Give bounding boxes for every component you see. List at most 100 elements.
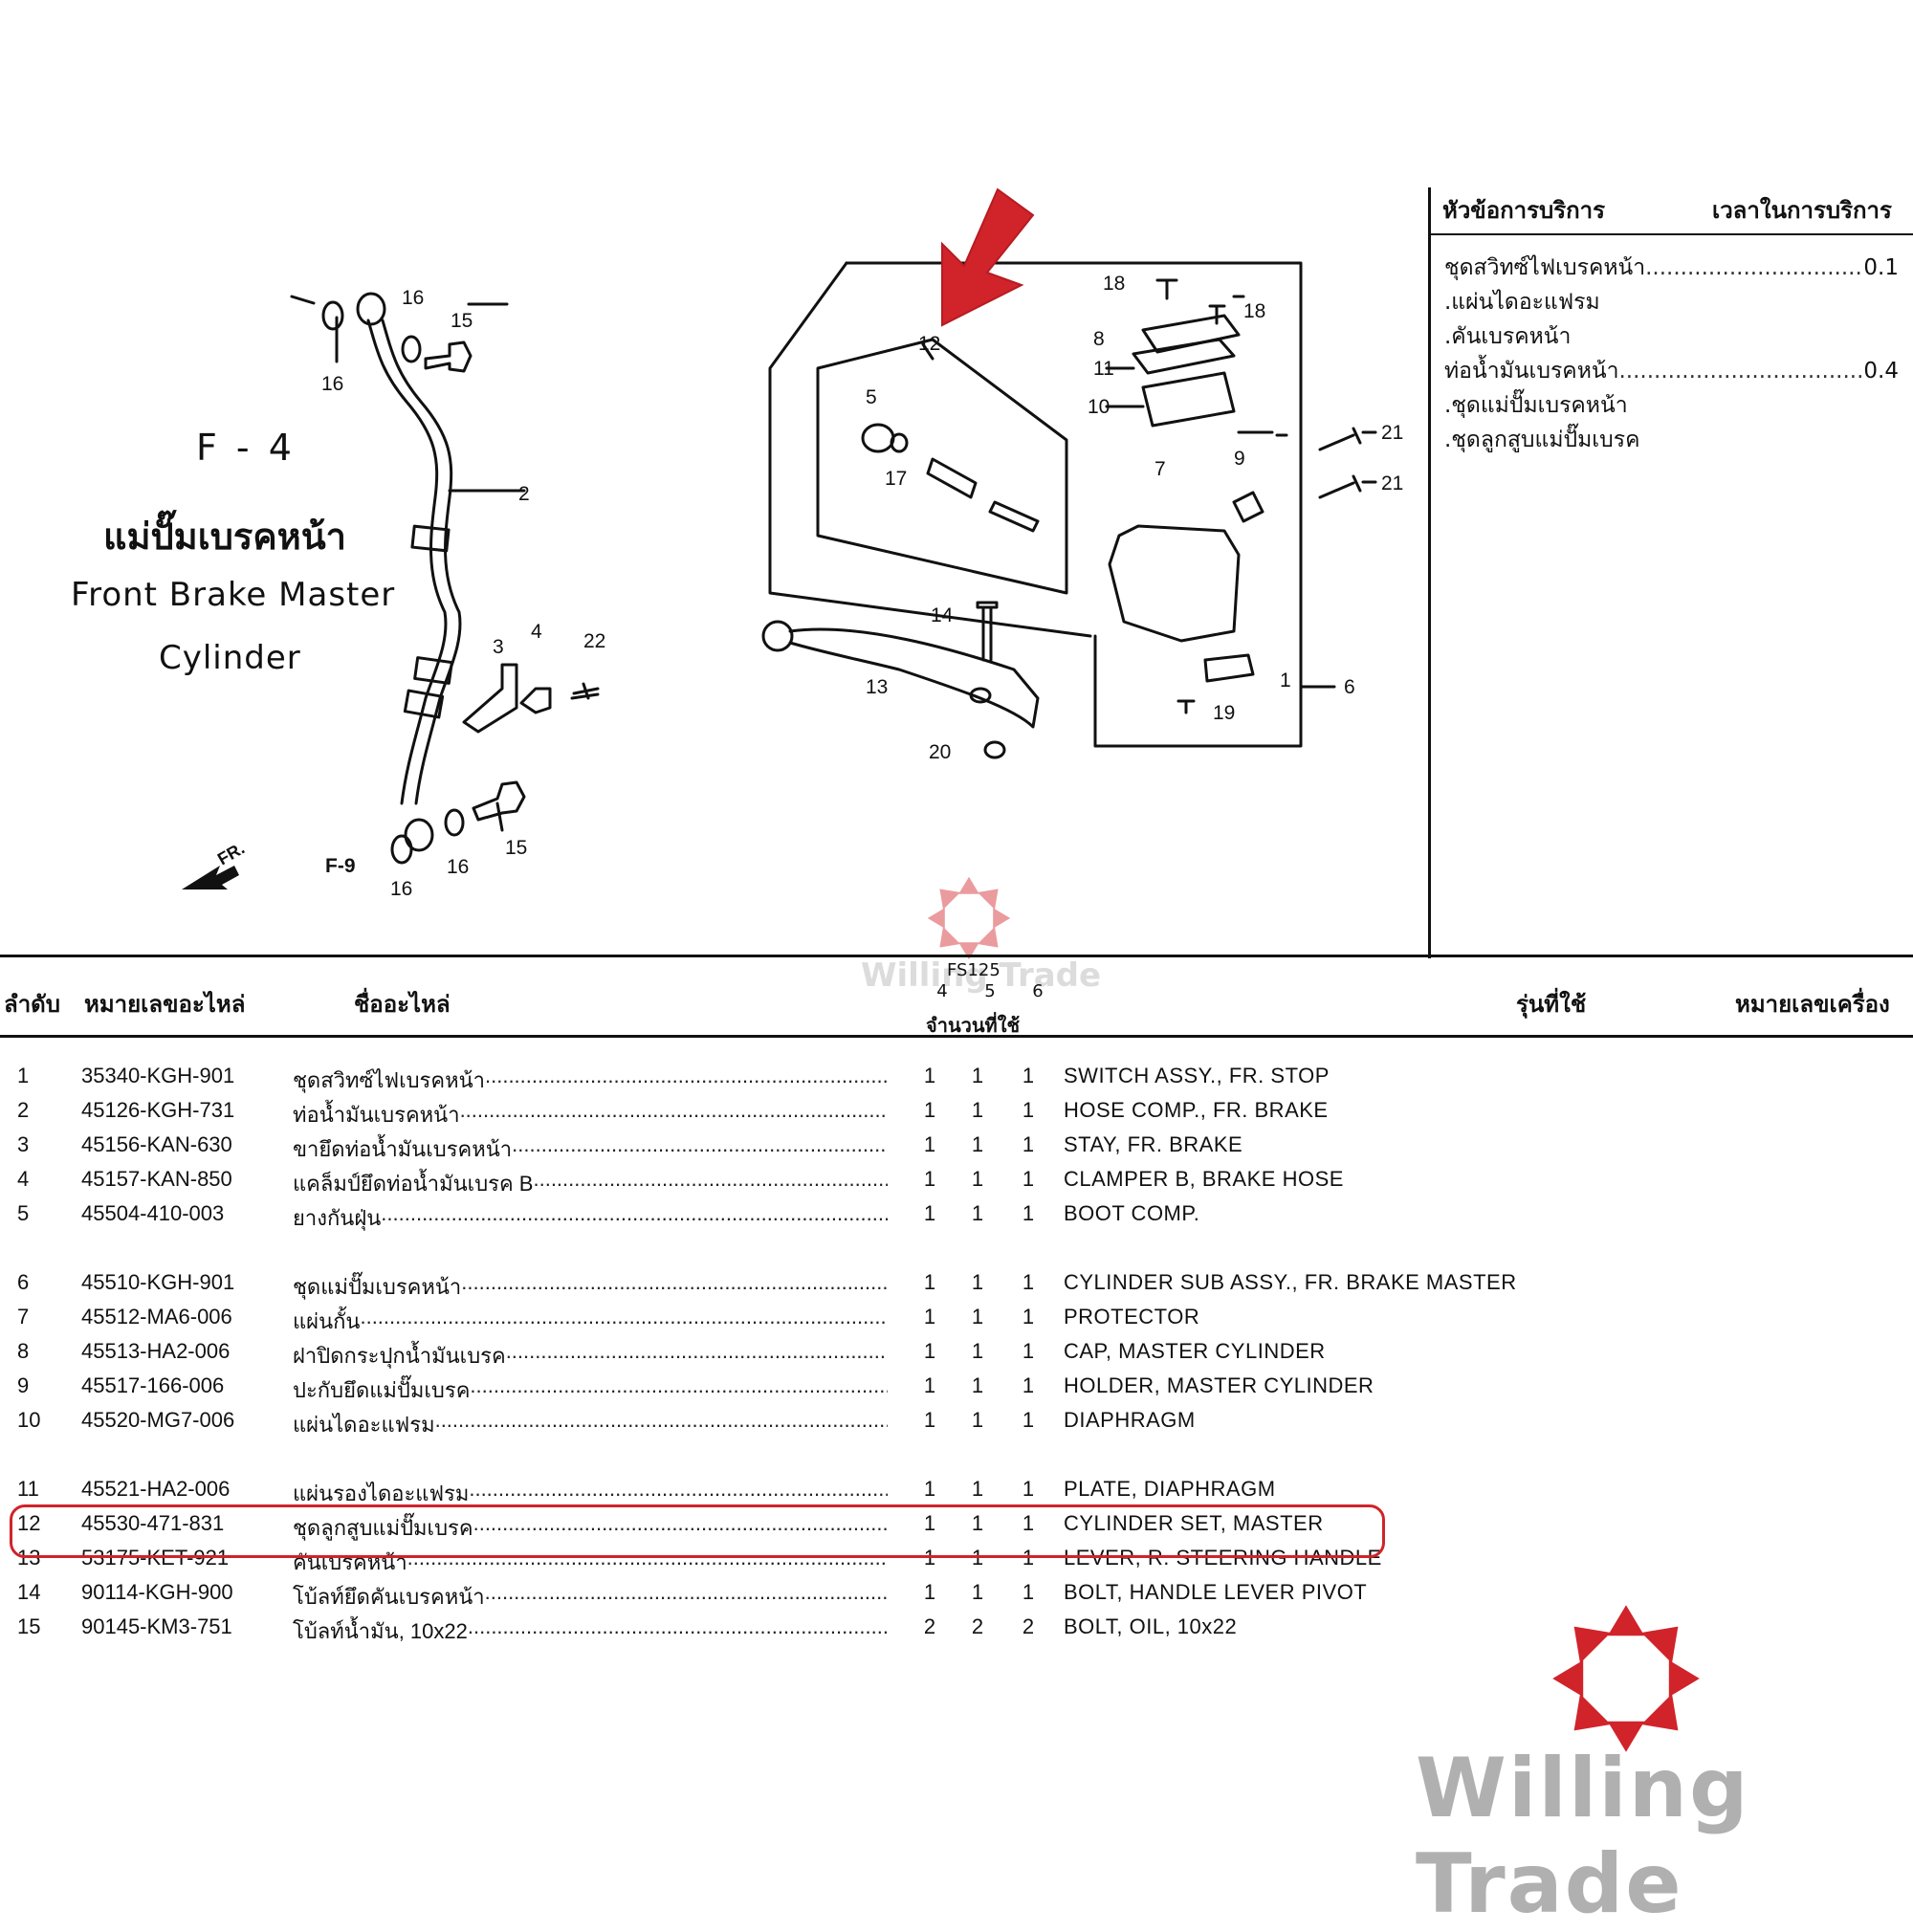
figure-title-english-line1: Front Brake Master <box>71 576 396 614</box>
svg-text:15: 15 <box>505 837 527 859</box>
row-name-english: SWITCH ASSY., FR. STOP <box>1064 1064 1330 1087</box>
row-part-no: 45504-410-003 <box>81 1201 225 1225</box>
brake-hose <box>366 318 462 805</box>
service-item: .ชุดแม่ปั๊มเบรคหน้า <box>1444 393 1628 418</box>
watermark-text-large: Willing Trade <box>1416 1741 1750 1932</box>
svg-text:20: 20 <box>929 741 951 763</box>
row-no: 14 <box>17 1580 41 1604</box>
svg-text:14: 14 <box>931 604 954 626</box>
row-name-thai: ท่อน้ำมันเบรคหน้า <box>293 1098 888 1131</box>
svg-text:11: 11 <box>1093 358 1114 380</box>
row-name-english: PLATE, DIAPHRAGM <box>1064 1477 1276 1501</box>
svg-text:18: 18 <box>1103 273 1125 295</box>
row-qty-4: 1 <box>923 1270 936 1294</box>
figure-title-thai: แม่ปั๊มเบรคหน้า <box>103 516 347 558</box>
row-no: 9 <box>17 1373 30 1397</box>
row-name-english: BOLT, HANDLE LEVER PIVOT <box>1064 1580 1368 1604</box>
svg-text:4: 4 <box>531 621 542 643</box>
svg-text:17: 17 <box>885 468 907 490</box>
col-header-name: ชื่ออะไหล่ <box>354 991 451 1018</box>
col-header-part-no: หมายเลขอะไหล่ <box>84 991 246 1018</box>
row-qty-5: 1 <box>971 1270 984 1294</box>
row-name-thai: โบ้ลท์น้ำมัน, 10x22 <box>293 1614 888 1648</box>
row-no: 4 <box>17 1167 30 1191</box>
row-no: 10 <box>17 1408 41 1432</box>
svg-text:3: 3 <box>493 636 504 658</box>
row-name-thai: ยางกันฝุ่น <box>293 1201 888 1235</box>
row-qty-5: 1 <box>971 1098 984 1122</box>
row-qty-6: 1 <box>1022 1270 1035 1294</box>
row-name-thai: ขายึดท่อน้ำมันเบรคหน้า <box>293 1132 888 1166</box>
row-part-no: 45156-KAN-630 <box>81 1132 232 1156</box>
row-qty-4: 1 <box>923 1098 936 1122</box>
service-item: ชุดสวิทซ์ไฟเบรคหน้า0.1 <box>1444 251 1899 285</box>
svg-text:9: 9 <box>1234 448 1245 470</box>
row-part-no: 45530-471-831 <box>81 1511 225 1535</box>
row-qty-6: 1 <box>1022 1339 1035 1363</box>
row-qty-4: 2 <box>923 1614 936 1638</box>
svg-text:12: 12 <box>918 333 940 355</box>
svg-text:16: 16 <box>390 878 412 900</box>
row-name-thai: ฝาปิดกระปุกน้ำมันเบรค <box>293 1339 888 1372</box>
row-qty-4: 1 <box>923 1477 936 1501</box>
row-qty-4: 1 <box>923 1305 936 1328</box>
row-name-english: BOOT COMP. <box>1064 1201 1200 1225</box>
row-qty-5: 1 <box>971 1408 984 1432</box>
row-no: 2 <box>17 1098 30 1122</box>
row-qty-6: 1 <box>1022 1408 1035 1432</box>
col-header-qty: จำนวนที่ใช้ <box>926 1014 1021 1037</box>
row-part-no: 45157-KAN-850 <box>81 1167 232 1191</box>
row-name-thai: คันเบรคหน้า <box>293 1546 888 1579</box>
row-no: 15 <box>17 1614 41 1638</box>
row-qty-6: 1 <box>1022 1477 1035 1501</box>
table-row: 1490114-KGH-900โบ้ลท์ยึดคันเบรคหน้า111BO… <box>0 1580 1530 1614</box>
svg-text:8: 8 <box>1093 328 1105 350</box>
row-part-no: 45521-HA2-006 <box>81 1477 231 1501</box>
row-part-no: 45513-HA2-006 <box>81 1339 231 1363</box>
table-row: 345156-KAN-630ขายึดท่อน้ำมันเบรคหน้า111S… <box>0 1132 1530 1167</box>
svg-text:16: 16 <box>321 373 343 395</box>
table-row: 135340-KGH-901ชุดสวิทซ์ไฟเบรคหน้า111SWIT… <box>0 1064 1530 1098</box>
row-qty-4: 1 <box>923 1339 936 1363</box>
row-qty-4: 1 <box>923 1580 936 1604</box>
row-qty-5: 2 <box>971 1614 984 1638</box>
row-qty-6: 1 <box>1022 1305 1035 1328</box>
row-qty-5: 1 <box>971 1167 984 1191</box>
service-panel-divider <box>1428 187 1431 958</box>
row-qty-4: 1 <box>923 1167 936 1191</box>
row-qty-6: 2 <box>1022 1614 1035 1638</box>
table-row: 945517-166-006ปะกับยึดแม่ปั๊มเบรค111HOLD… <box>0 1373 1530 1408</box>
row-no: 1 <box>17 1064 30 1087</box>
svg-text:22: 22 <box>583 630 605 652</box>
row-qty-6: 1 <box>1022 1201 1035 1225</box>
table-row: 1245530-471-831ชุดลูกสูบแม่ปั๊มเบรค111CY… <box>0 1511 1530 1546</box>
table-row: 645510-KGH-901ชุดแม่ปั๊มเบรคหน้า111CYLIN… <box>0 1270 1530 1305</box>
row-qty-6: 1 <box>1022 1167 1035 1191</box>
row-name-thai: ชุดลูกสูบแม่ปั๊มเบรค <box>293 1511 888 1545</box>
row-qty-5: 1 <box>971 1511 984 1535</box>
row-qty-4: 1 <box>923 1511 936 1535</box>
service-list: ชุดสวิทซ์ไฟเบรคหน้า0.1 .แผ่นไดอะแฟรม .คั… <box>1444 251 1899 457</box>
row-name-english: CYLINDER SUB ASSY., FR. BRAKE MASTER <box>1064 1270 1517 1294</box>
row-qty-6: 1 <box>1022 1098 1035 1122</box>
row-qty-5: 1 <box>971 1201 984 1225</box>
svg-text:10: 10 <box>1088 396 1110 418</box>
row-qty-6: 1 <box>1022 1373 1035 1397</box>
row-part-no: 45126-KGH-731 <box>81 1098 235 1122</box>
row-qty-5: 1 <box>971 1132 984 1156</box>
svg-text:1: 1 <box>1280 670 1291 692</box>
row-no: 5 <box>17 1201 30 1225</box>
row-name-thai: ชุดสวิทซ์ไฟเบรคหน้า <box>293 1064 888 1097</box>
row-name-english: HOLDER, MASTER CYLINDER <box>1064 1373 1374 1397</box>
figure-title-english-line2: Cylinder <box>159 639 301 677</box>
row-qty-5: 1 <box>971 1477 984 1501</box>
svg-text:13: 13 <box>866 676 888 698</box>
row-qty-5: 1 <box>971 1580 984 1604</box>
row-name-english: BOLT, OIL, 10x22 <box>1064 1614 1238 1638</box>
col-header-no: ลำดับ <box>4 991 61 1018</box>
row-name-thai: แผ่นกั้น <box>293 1305 888 1338</box>
